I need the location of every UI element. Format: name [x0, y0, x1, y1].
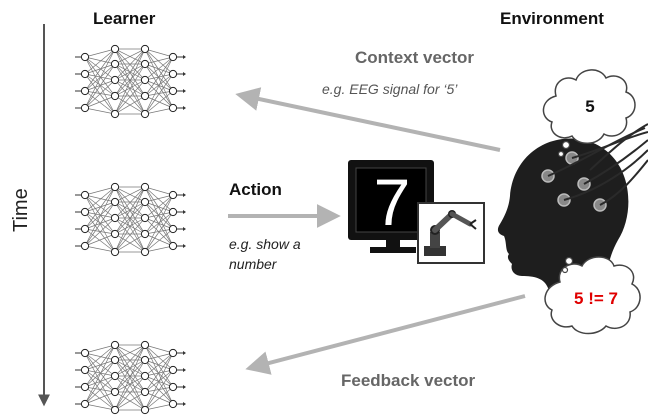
feedback-arrow — [245, 294, 526, 375]
time-axis-label: Time — [10, 188, 32, 232]
action-title: Action — [229, 180, 282, 199]
feedback-title: Feedback vector — [341, 371, 476, 390]
context-subtitle: e.g. EEG signal for ‘5’ — [322, 81, 458, 97]
robot-arm-icon — [417, 202, 485, 264]
mismatch-text: 5 != 7 — [574, 289, 618, 308]
action-subtitle-line1: e.g. show a — [229, 236, 301, 252]
context-arrow — [235, 87, 501, 152]
thought-bubble-icon — [542, 69, 636, 158]
neural-network-icon — [75, 340, 186, 415]
monitor-digit: 7 — [374, 165, 411, 239]
action-subtitle-line2: number — [229, 256, 277, 272]
neural-network-icon — [75, 182, 186, 257]
perceived-digit-text: 5 — [585, 97, 594, 116]
environment-header: Environment — [500, 9, 604, 28]
monitor-icon: 7 — [348, 160, 434, 253]
context-title: Context vector — [355, 48, 475, 67]
neural-network-icon — [75, 44, 186, 119]
thought-bubble-icon — [544, 256, 641, 335]
learner-header: Learner — [93, 9, 156, 28]
